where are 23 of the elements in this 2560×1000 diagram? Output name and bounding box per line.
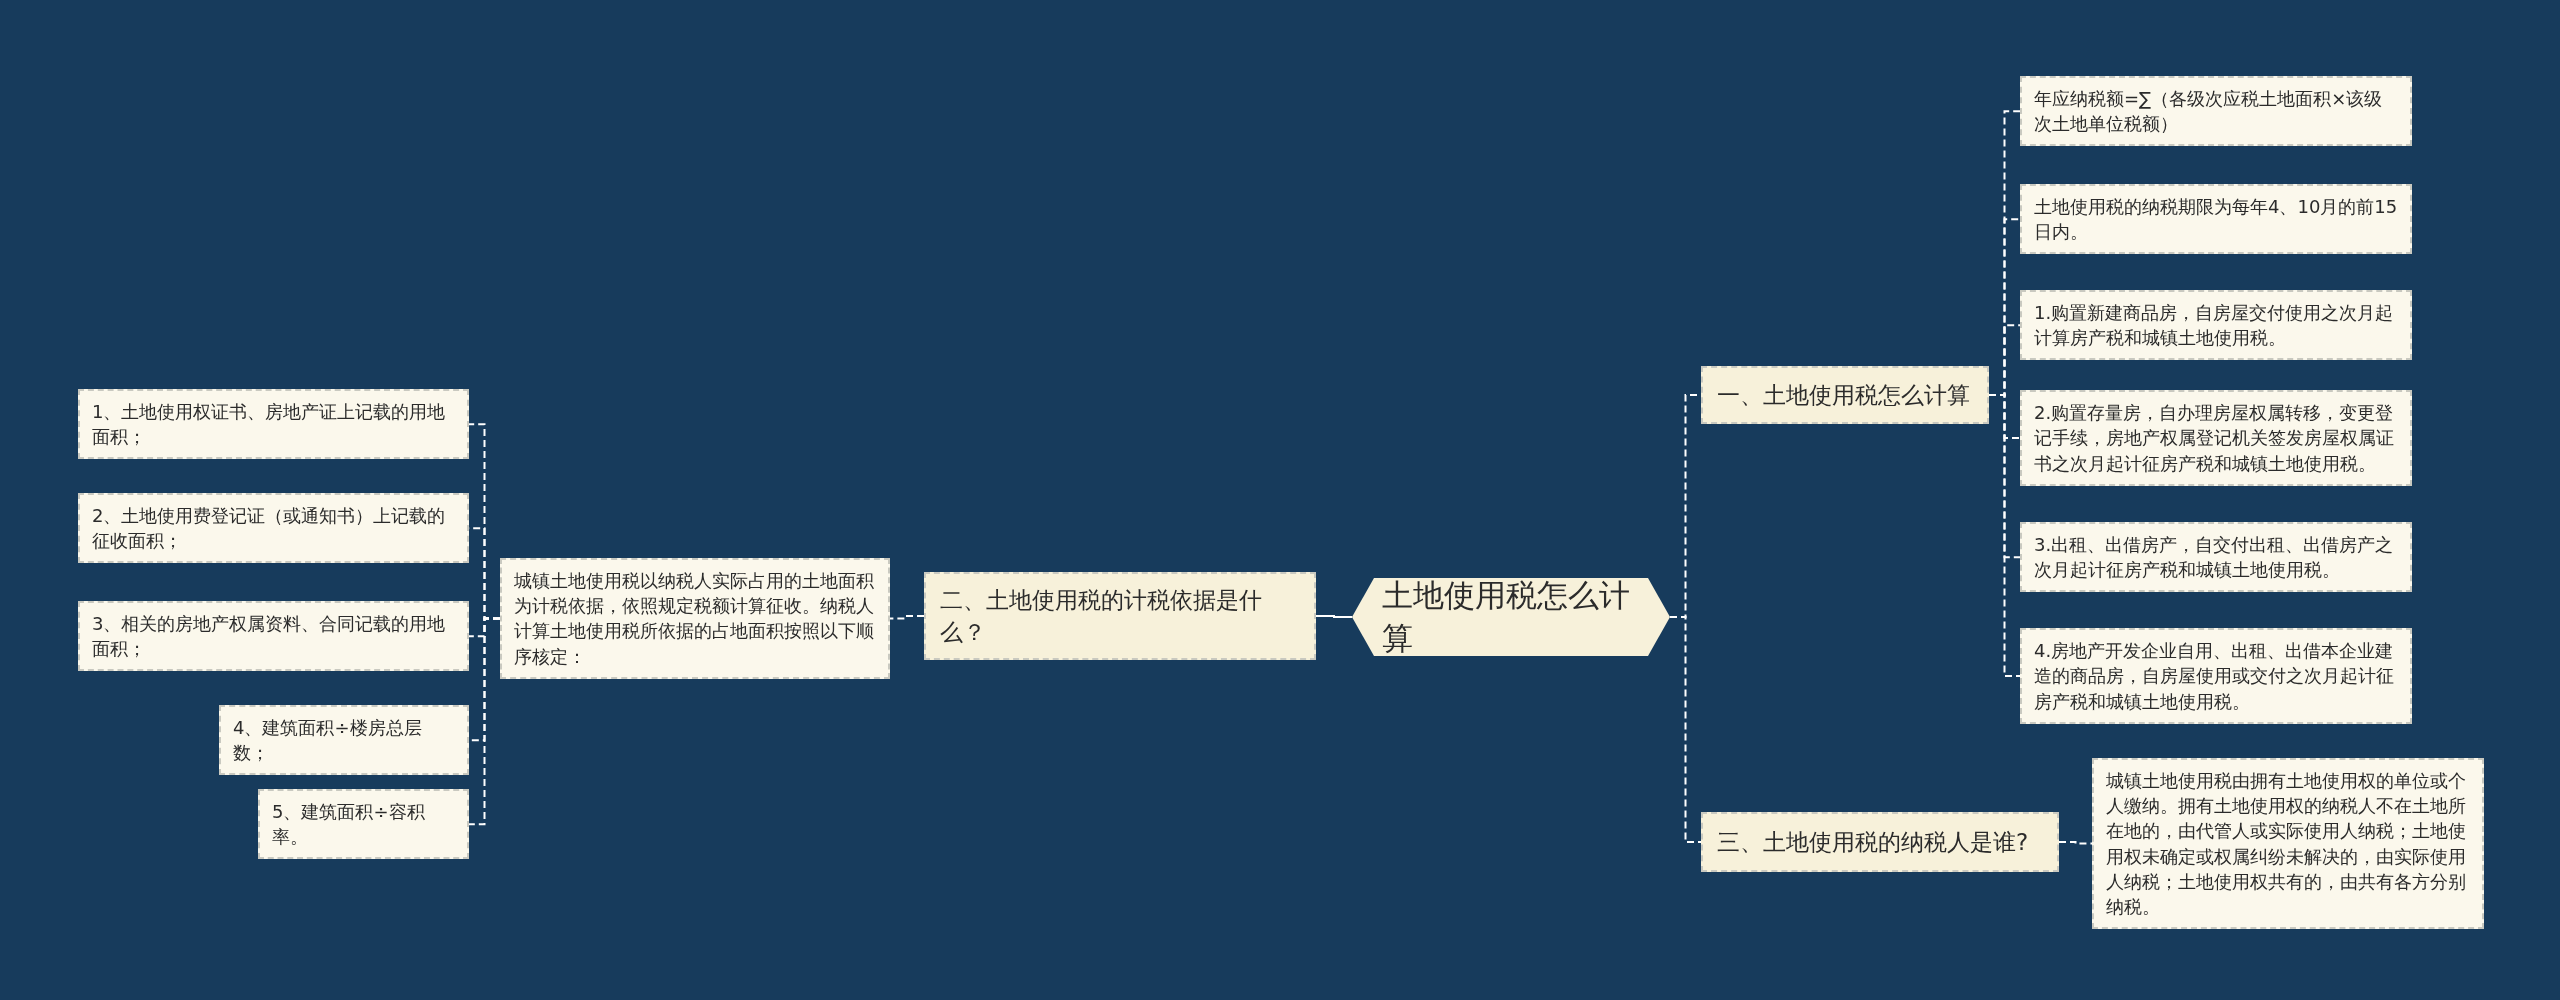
- connector-line: [2058, 841, 2093, 845]
- text-box: 1、土地使用权证书、房地产证上记载的用地面积；: [78, 389, 469, 460]
- text-box: 土地使用税的纳税期限为每年4、10月的前15日内。: [2020, 184, 2412, 255]
- topic-box: 一、土地使用税怎么计算: [1701, 366, 1989, 424]
- topic-box: 三、土地使用税的纳税人是谁?: [1701, 812, 2059, 872]
- topic-box: 二、土地使用税的计税依据是什么？: [924, 572, 1316, 660]
- text-box: 2、土地使用费登记证（或通知书）上记载的征收面积；: [78, 493, 469, 564]
- text-box: 年应纳税额=∑（各级次应税土地面积×该级次土地单位税额）: [2020, 76, 2412, 147]
- text-box: 1.购置新建商品房，自房屋交付使用之次月起计算房产税和城镇土地使用税。: [2020, 290, 2412, 361]
- text-box: 2.购置存量房，自办理房屋权属转移，变更登记手续，房地产权属登记机关签发房屋权属证书之次月起计征房产税和城镇土地使用税。: [2020, 390, 2412, 486]
- text-box: 城镇土地使用税以纳税人实际占用的土地面积为计税依据，依照规定税额计算征收。纳税人计算土地使用税所依据的占地面积按照以下顺序核定：: [500, 558, 890, 679]
- text-box: 4.房地产开发企业自用、出租、出借本企业建造的商品房，自房屋使用或交付之次月起计征房产税和城镇土地使用税。: [2020, 628, 2412, 724]
- text-box: 3、相关的房地产权属资料、合同记载的用地面积；: [78, 601, 469, 672]
- connector-line: [1315, 615, 1353, 618]
- text-box: 城镇土地使用税由拥有土地使用权的单位或个人缴纳。拥有土地使用权的纳税人不在土地所在地的，由代管人或实际使用人纳税；土地使用权未确定或权属纠纷未解决的，由实际使用人纳税；土地使用权共有的，由共有各方分别纳税。: [2092, 758, 2484, 930]
- central-topic: 土地使用税怎么计算: [1352, 578, 1670, 656]
- text-box: 5、建筑面积÷容积率。: [258, 789, 469, 860]
- text-box: 4、建筑面积÷楼房总层数；: [219, 705, 469, 776]
- connector-line: [889, 615, 925, 620]
- text-box: 3.出租、出借房产，自交付出租、出借房产之次月起计征房产税和城镇土地使用税。: [2020, 522, 2412, 593]
- connector-line: [1988, 394, 2021, 677]
- connector-line: [1669, 616, 1702, 843]
- connector-line: [468, 617, 501, 826]
